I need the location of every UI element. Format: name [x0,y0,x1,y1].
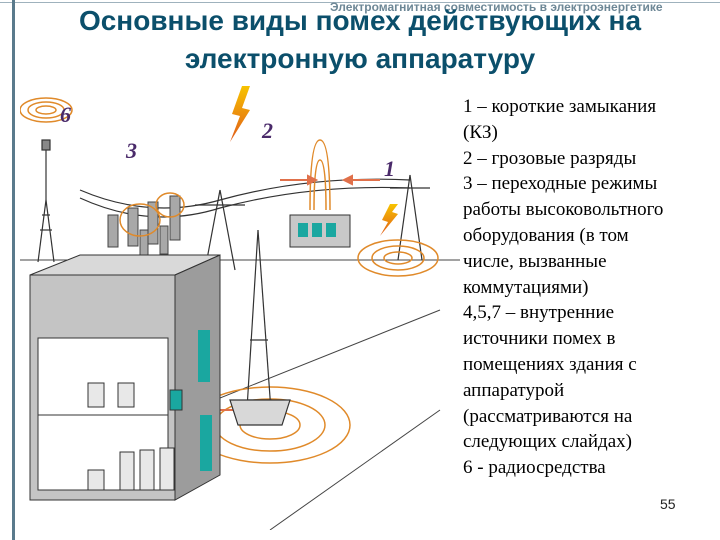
label-1: 1 [384,156,395,181]
radio-tower [37,139,55,263]
control-box [289,214,351,248]
center-tower [229,229,291,426]
legend-text: 1 – короткие замыкания (КЗ) 2 – грозовые… [463,94,715,481]
legend-line: работы высоковольтного [463,199,664,221]
slide-title: Основные виды помех действующих на элект… [0,2,720,78]
switchgear [107,195,181,257]
interference-diagram: 6 2 3 1 [20,86,460,530]
switchgear-waves [119,192,185,237]
legend-line: коммутациями) [463,276,589,298]
control-box-waves [309,139,331,211]
ground-waves [189,239,439,464]
legend-line: (КЗ) [463,121,498,143]
legend-line: (рассматриваются на [463,405,633,427]
label-2: 2 [261,118,273,143]
radio-waves [20,97,73,123]
legend-line: следующих слайдах) [463,431,632,453]
page-number: 55 [660,496,676,512]
title-line-2: электронную аппаратуру [184,43,536,74]
lightning-bolt [230,86,250,142]
legend-line: 1 – короткие замыкания [463,96,657,117]
legend-line: 3 – переходные режимы [463,173,658,195]
label-6: 6 [60,102,71,127]
label-3: 3 [125,138,137,163]
top-rule [0,2,720,3]
title-line-1: Основные виды помех действующих на [78,5,642,36]
left-rule [12,0,15,540]
legend-line: оборудования (в том [463,224,629,246]
legend-line: помещениях здания с [463,353,637,375]
building [29,254,221,501]
lightning-bolt-small [380,204,398,236]
legend-line: 4,5,7 – внутренние [463,302,615,324]
legend-line: 2 – грозовые разряды [463,147,637,169]
header-banner: Электромагнитная совместимость в электро… [330,0,663,14]
legend-line: числе, вызванные [463,250,607,272]
legend-line: 6 - радиосредства [463,457,606,479]
arrows [220,174,380,416]
legend-line: источники помех в [463,328,616,350]
legend-line: аппаратурой [463,379,565,401]
